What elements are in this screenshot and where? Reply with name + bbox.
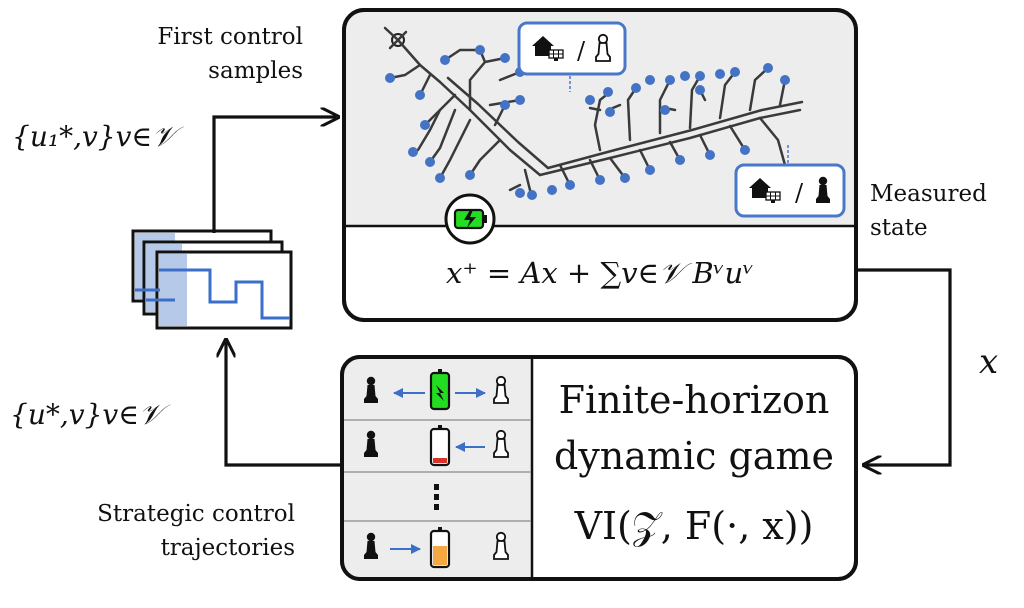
battery-icon — [429, 527, 451, 569]
state-x-label: x — [979, 342, 999, 382]
game-title-line-1: Finite-horizon — [558, 378, 830, 422]
game-panel — [340, 355, 858, 581]
trajectory-stack — [131, 229, 293, 330]
trajectory-set: {u*,v}v∈𝒱 — [10, 398, 163, 431]
first-control-set: {u₁*,v}v∈𝒱 — [12, 120, 176, 153]
game-title-line-2: dynamic game — [554, 434, 834, 478]
svg-text:/: / — [577, 37, 586, 65]
game-vi-formula: VI(𝒵, F(·, x)) — [574, 504, 814, 548]
game-row-1 — [364, 369, 509, 411]
house-solar-icon — [749, 178, 781, 203]
ellipsis-icon — [434, 484, 439, 510]
house-pawn-box-top: / — [517, 21, 627, 92]
connector-arrows — [212, 117, 952, 467]
arrow-game-to-trajectories — [226, 342, 342, 467]
arrow-state-to-game — [856, 268, 952, 465]
strategic-control-trajectories-label: Strategic control trajectories — [97, 501, 295, 561]
first-control-samples-label: First control samples — [157, 24, 303, 84]
charging-battery-icon — [444, 193, 496, 245]
battery-icon — [429, 369, 451, 411]
distribution-network — [383, 26, 804, 197]
dynamics-equation: x⁺ = Ax + ∑v∈𝒱 Bᵛuᵛ — [446, 256, 754, 290]
network-nodes — [385, 45, 790, 200]
svg-text:/: / — [795, 179, 804, 207]
game-row-2 — [364, 425, 509, 467]
house-solar-icon — [532, 36, 564, 61]
battery-icon — [429, 425, 451, 467]
measured-state-label: Measured state — [870, 181, 987, 241]
game-row-4 — [364, 527, 509, 569]
house-pawn-box-bottom: / — [734, 145, 846, 218]
arrow-samples-to-network — [212, 117, 336, 233]
